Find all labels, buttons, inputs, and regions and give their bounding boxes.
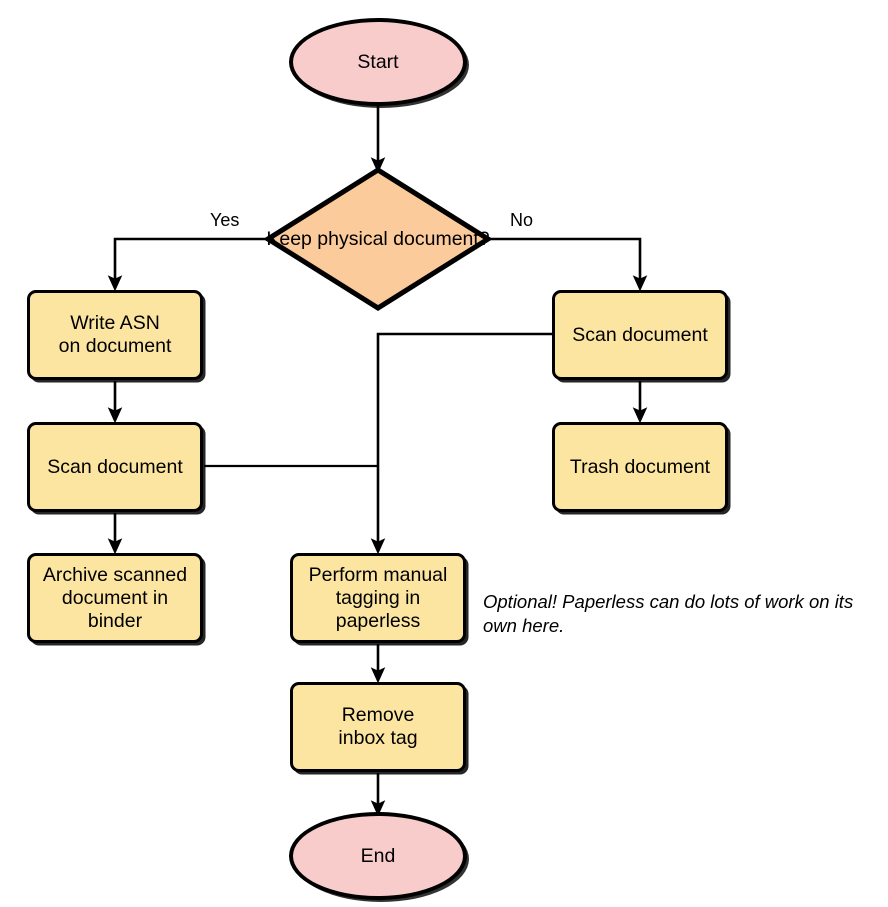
edge-decision-no-to-scan-right xyxy=(490,237,648,292)
edge-label-yes: Yes xyxy=(210,210,240,230)
node-write-asn-label: Write ASN on document xyxy=(58,312,172,357)
edge-decision-yes-to-write-asn xyxy=(107,237,266,292)
node-archive-scanned-document[interactable]: Archive scanned document in binder xyxy=(27,553,203,643)
node-remove-inbox-tag[interactable]: Remove inbox tag xyxy=(290,682,466,772)
node-decision-keep-physical-document[interactable]: Keep physical document? xyxy=(264,166,492,312)
node-start[interactable]: Start xyxy=(289,18,467,106)
annotation-optional-note: Optional! Paperless can do lots of work … xyxy=(483,591,854,637)
node-perform-manual-tagging-label: Perform manual tagging in paperless xyxy=(308,563,448,632)
decision-diamond-shape xyxy=(264,167,492,311)
node-end-label: End xyxy=(360,844,396,867)
node-write-asn[interactable]: Write ASN on document xyxy=(27,290,203,380)
edge-scan-right-to-manual-tagging xyxy=(370,332,552,555)
edge-label-no: No xyxy=(510,210,534,230)
node-scan-document-left-label: Scan document xyxy=(47,455,183,478)
node-end[interactable]: End xyxy=(289,812,467,900)
node-scan-document-right[interactable]: Scan document xyxy=(552,290,728,380)
node-perform-manual-tagging[interactable]: Perform manual tagging in paperless xyxy=(290,553,466,643)
node-archive-scanned-document-label: Archive scanned document in binder xyxy=(42,563,188,632)
node-trash-document[interactable]: Trash document xyxy=(552,422,728,512)
node-scan-document-left[interactable]: Scan document xyxy=(27,422,203,512)
node-remove-inbox-tag-label: Remove inbox tag xyxy=(338,704,418,749)
node-trash-document-label: Trash document xyxy=(569,455,711,478)
node-start-label: Start xyxy=(357,50,399,73)
node-scan-document-right-label: Scan document xyxy=(572,323,708,346)
